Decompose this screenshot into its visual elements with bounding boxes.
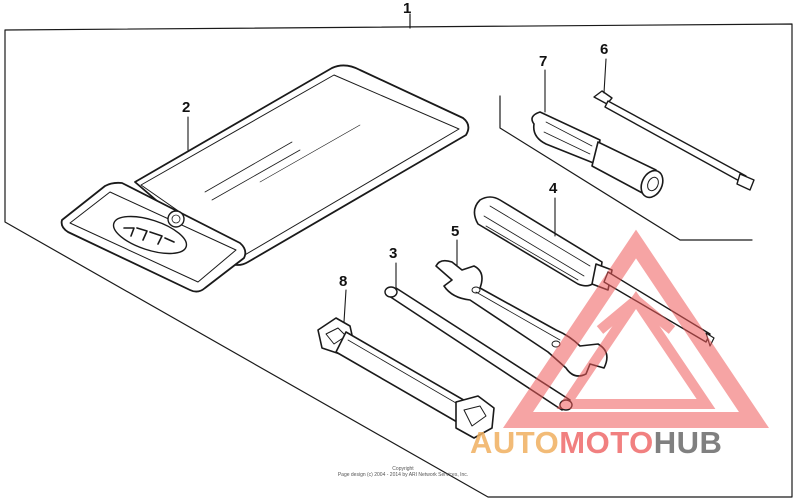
watermark-part-hub: HUB: [653, 425, 723, 460]
assembly-frame: [4, 23, 793, 498]
copyright-notice: Copyright Page design (c) 2004 - 2014 by…: [318, 466, 488, 478]
callout-5: 5: [451, 223, 459, 240]
bag-logo-icon: [112, 215, 188, 255]
snap-button-icon: [167, 210, 185, 228]
screwdriver-bit: [593, 90, 755, 191]
copyright-line-1: Copyright: [392, 466, 414, 472]
callout-2: 2: [182, 99, 190, 116]
tool-bag: [60, 64, 470, 293]
callout-3: 3: [389, 245, 397, 262]
screwdriver-extension: [531, 111, 664, 199]
callout-6: 6: [600, 41, 608, 58]
leader-line-8: [343, 289, 347, 323]
watermark-text: AUTOMOTOHUB: [470, 425, 800, 461]
callout-8: 8: [339, 273, 347, 290]
watermark-part-moto: MOTO: [559, 425, 654, 460]
callout-7: 7: [539, 53, 547, 70]
callout-1: 1: [403, 0, 411, 17]
leader-line-6: [603, 58, 607, 94]
watermark-part-auto: AUTO: [470, 425, 560, 460]
automotohub-logo-icon: [503, 229, 769, 428]
sub-frame: [499, 95, 753, 241]
box-wrench: [317, 317, 495, 439]
copyright-line-2: Page design (c) 2004 - 2014 by ARI Netwo…: [337, 472, 469, 478]
callout-4: 4: [549, 180, 558, 197]
